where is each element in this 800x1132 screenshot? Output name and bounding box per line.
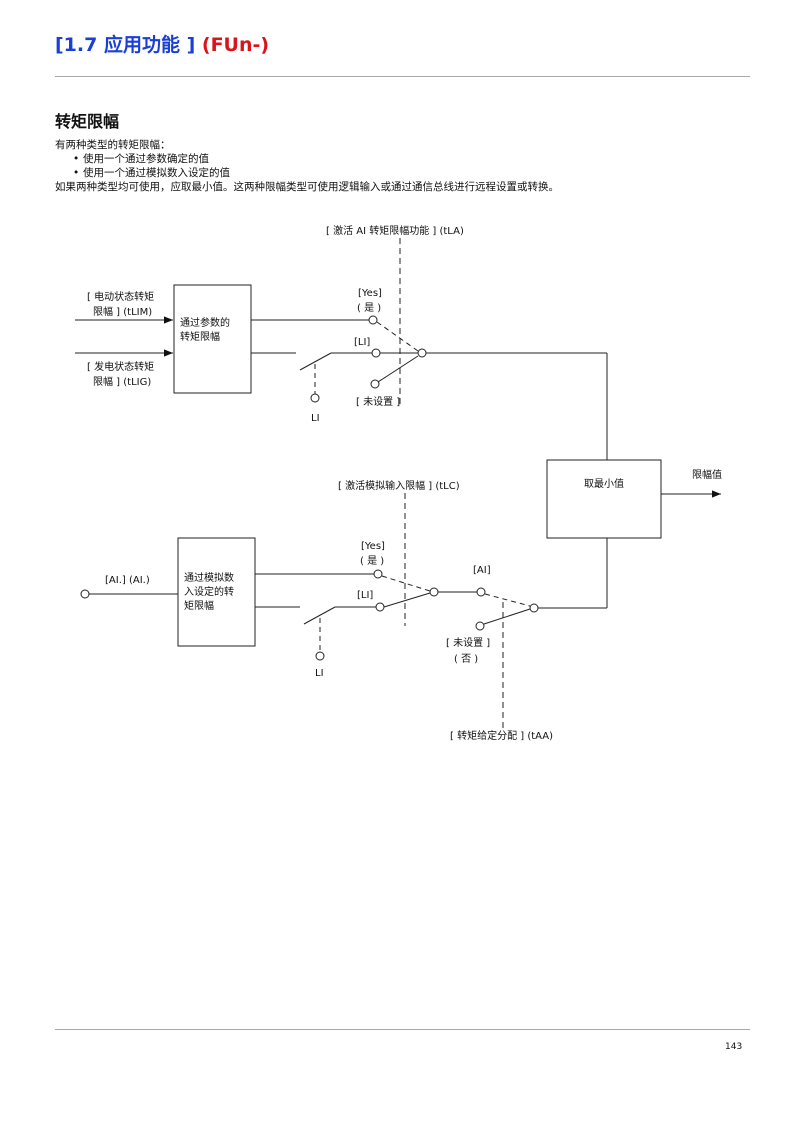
section-code: [1.7 应用功能 ] (55, 34, 196, 56)
bullet-list: 使用一个通过参数确定的值 使用一个通过模拟数入设定的值 (55, 152, 755, 180)
menu-code: (FUn-) (201, 34, 270, 56)
li-switch (299, 352, 332, 371)
yes-label: [Yes] (358, 288, 382, 299)
li-terminal (310, 393, 320, 403)
not-set-terminal (370, 379, 380, 389)
li-bracket-label: [LI] (354, 337, 370, 348)
not-set-label: [ 未设置 ] (356, 396, 400, 408)
gen-limit-label: 限幅 ] (tLIG) (93, 375, 151, 388)
li-label: LI (311, 413, 320, 424)
taa-label: [ 转矩给定分配 ] (tAA) (450, 729, 553, 742)
analog-block-label: 入设定的转 (184, 585, 234, 598)
yes-label: [Yes] (361, 541, 385, 552)
motor-limit-label: 限幅 ] (tLIM) (93, 305, 152, 318)
header-divider (55, 76, 750, 77)
ai-input-label: [AI.] (AI.) (105, 575, 150, 586)
output-label: 限幅值 (692, 468, 722, 481)
ai-input-terminal (80, 589, 90, 599)
param-block-label: 转矩限幅 (180, 330, 220, 343)
yes-cn-label: ( 是 ) (357, 302, 381, 314)
intro-text: 有两种类型的转矩限幅： 使用一个通过参数确定的值 使用一个通过模拟数入设定的值 … (55, 138, 755, 194)
intro-line: 有两种类型的转矩限幅： (55, 139, 171, 151)
switch-output-node (417, 348, 427, 358)
bullet-item: 使用一个通过参数确定的值 (73, 152, 755, 166)
no-cn-label: ( 否 ) (454, 653, 478, 665)
yes-cn-label: ( 是 ) (360, 555, 384, 567)
not-set-label: [ 未设置 ] (446, 637, 490, 649)
li-bracket-label: [LI] (357, 590, 373, 601)
gen-limit-label: [ 发电状态转矩 (87, 360, 154, 373)
min-block-label: 取最小值 (584, 477, 624, 490)
param-block (173, 284, 252, 394)
motor-limit-label: [ 电动状态转矩 (87, 290, 154, 303)
footer-divider (55, 1029, 750, 1030)
yes-terminal (368, 315, 378, 325)
ai-bracket-label: [AI] (473, 565, 491, 576)
note-line: 如果两种类型均可使用，应取最小值。这两种限幅类型可使用逻辑输入或通过通信总线进行… (55, 181, 559, 193)
analog-block (177, 537, 256, 647)
analog-block-label: 通过模拟数 (184, 571, 234, 584)
page-header: [1.7 应用功能 ] (FUn-) (55, 30, 269, 57)
li-label: LI (315, 668, 324, 679)
bullet-item: 使用一个通过模拟数入设定的值 (73, 166, 755, 180)
tla-label: [ 激活 AI 转矩限幅功能 ] (tLA) (326, 224, 464, 237)
tlc-label: [ 激活模拟输入限幅 ] (tLC) (338, 479, 460, 492)
page-number: 143 (725, 1042, 743, 1052)
analog-block-label: 矩限幅 (184, 599, 214, 612)
param-block-label: 通过参数的 (180, 316, 230, 329)
min-block (546, 459, 662, 539)
section-title: 转矩限幅 (55, 112, 120, 131)
